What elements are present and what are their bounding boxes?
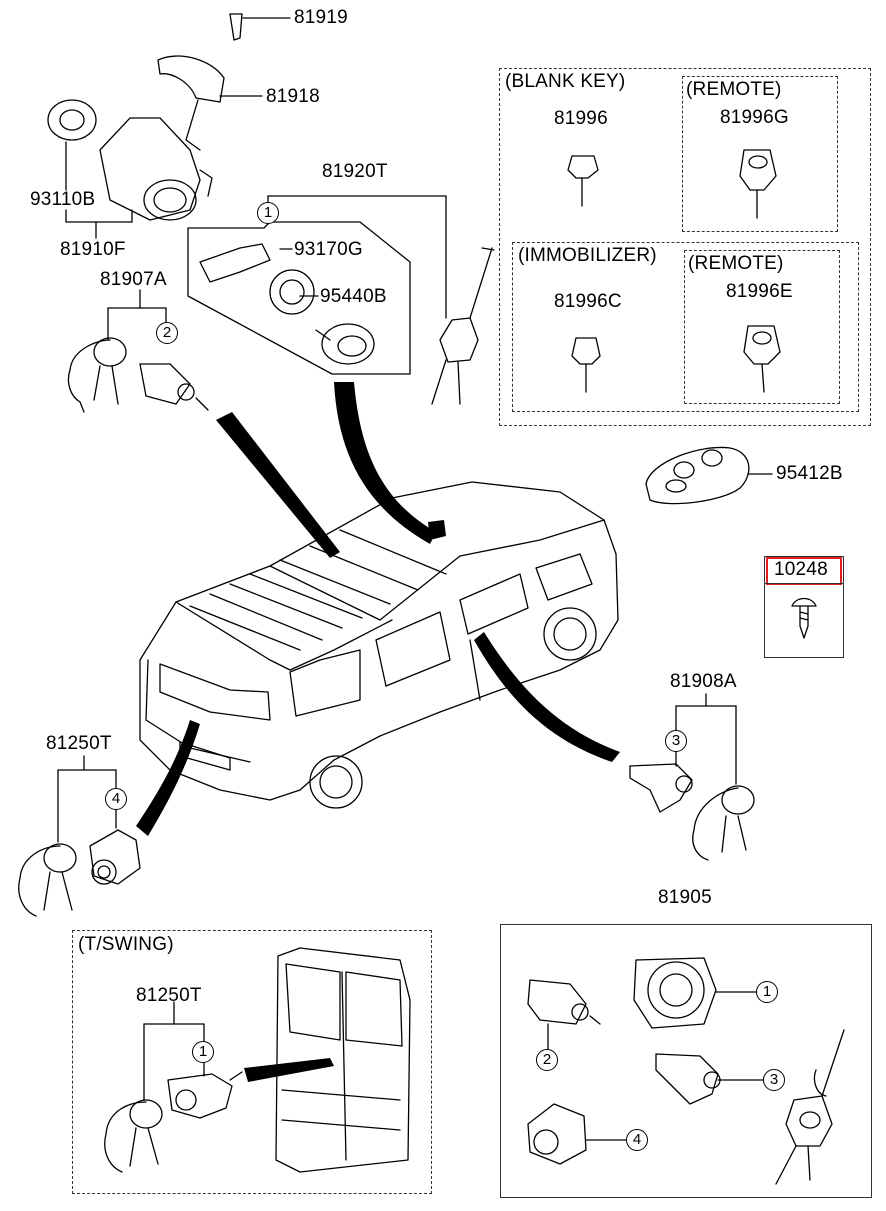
tswing-title: (T/SWING) xyxy=(78,934,174,955)
label-81910F: 81910F xyxy=(60,239,126,260)
immobilizer-title: (IMMOBILIZER) xyxy=(518,245,657,266)
screw-box xyxy=(764,556,844,658)
label-81908A: 81908A xyxy=(670,671,737,692)
label-81250T-swing: 81250T xyxy=(136,985,202,1006)
remote2-part: 81996E xyxy=(726,281,793,302)
label-81919: 81919 xyxy=(294,7,348,28)
callout-1-kit: 1 xyxy=(257,202,279,224)
remote2-title: (REMOTE) xyxy=(688,253,784,274)
immobilizer-box xyxy=(512,242,859,412)
label-81920T: 81920T xyxy=(322,161,388,182)
label-81250T-left: 81250T xyxy=(46,733,112,754)
key-options-box xyxy=(499,68,871,426)
blank-key-title: (BLANK KEY) xyxy=(505,71,626,92)
callout-2-door: 2 xyxy=(156,322,178,344)
label-93170G: 93170G xyxy=(294,239,363,260)
callout-3-set: 3 xyxy=(763,1069,785,1091)
label-93110B: 93110B xyxy=(30,189,96,210)
callout-1-tswing: 1 xyxy=(192,1041,214,1063)
cylinder-set-box xyxy=(500,924,872,1198)
label-81905: 81905 xyxy=(658,887,712,908)
callout-4-set: 4 xyxy=(626,1129,648,1151)
tswing-box xyxy=(72,930,432,1194)
label-81918: 81918 xyxy=(266,86,320,107)
screw-box-divider xyxy=(764,583,844,584)
label-81907A: 81907A xyxy=(100,269,167,290)
remote1-part: 81996G xyxy=(720,107,789,128)
label-95440B: 95440B xyxy=(320,286,387,307)
callout-1-set: 1 xyxy=(756,981,778,1003)
label-95412B: 95412B xyxy=(776,463,843,484)
remote2-box xyxy=(684,250,840,404)
immobilizer-part: 81996C xyxy=(554,291,622,312)
label-10248: 10248 xyxy=(774,559,828,580)
highlight-10248 xyxy=(766,557,842,585)
blank-key-part: 81996 xyxy=(554,108,608,129)
remote1-title: (REMOTE) xyxy=(686,79,782,100)
callout-2-set: 2 xyxy=(536,1049,558,1071)
callout-3-door: 3 xyxy=(665,730,687,752)
remote1-box xyxy=(682,76,838,232)
callout-4-tailgate: 4 xyxy=(105,788,127,810)
